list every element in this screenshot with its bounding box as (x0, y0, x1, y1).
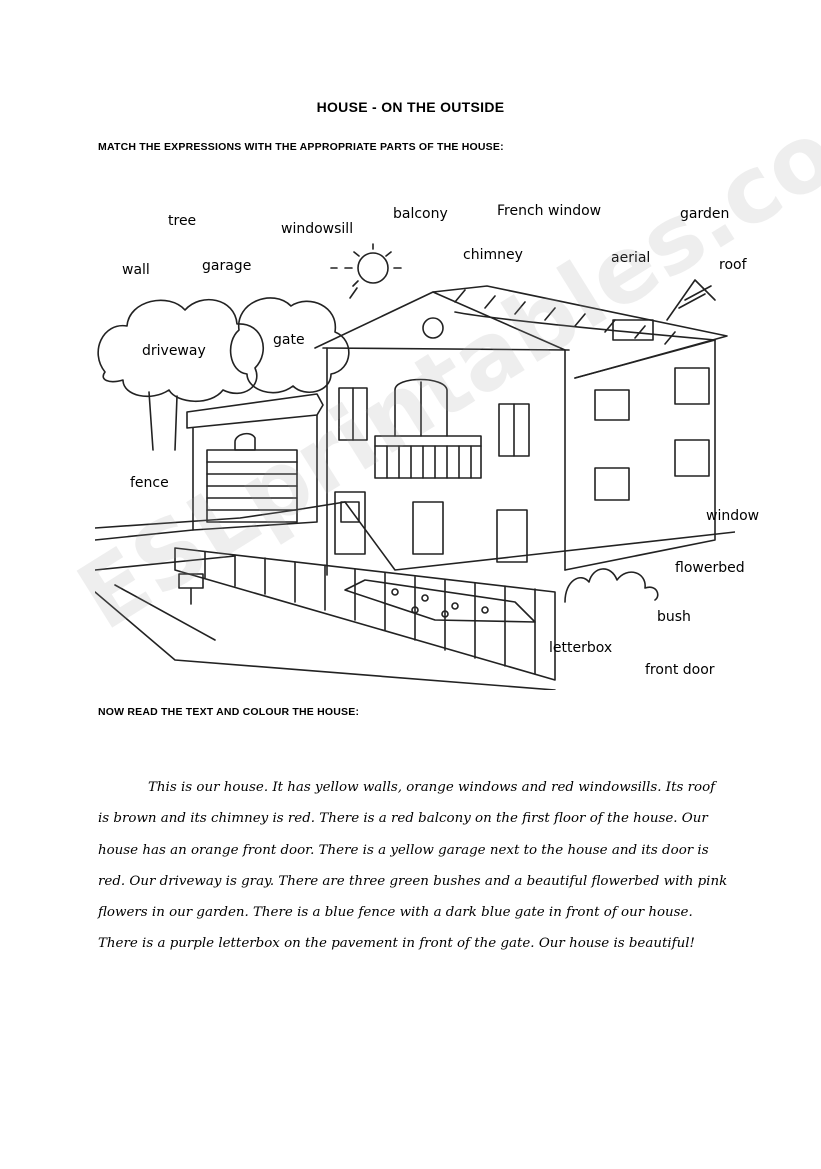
garage-icon (95, 393, 324, 541)
label-windowsill: windowsill (281, 221, 354, 237)
letterbox-icon (178, 573, 204, 605)
story-paragraph: This is our house. It has yellow walls, … (98, 780, 728, 952)
label-bush: bush (657, 609, 691, 625)
label-wall: wall (122, 262, 150, 278)
label-roof: roof (719, 257, 747, 273)
label-gate: gate (273, 332, 305, 348)
sun-icon (330, 243, 402, 299)
label-aerial: aerial (611, 250, 651, 266)
house-icon (174, 279, 728, 681)
label-letterbox: letterbox (549, 640, 613, 656)
label-front-door: front door (645, 662, 715, 678)
label-french-window: French window (497, 203, 602, 219)
worksheet-title: HOUSE - ON THE OUTSIDE (316, 99, 505, 115)
read-instruction: NOW READ THE TEXT AND COLOUR THE HOUSE: (98, 706, 360, 718)
label-fence: fence (130, 475, 169, 491)
fence-icon (174, 547, 556, 681)
match-instruction: MATCH THE EXPRESSIONS WITH THE APPROPRIA… (98, 141, 504, 153)
label-chimney: chimney (463, 247, 523, 263)
label-garage: garage (202, 258, 252, 274)
house-illustration (95, 243, 735, 690)
tree-icon (97, 297, 350, 451)
label-window: window (706, 508, 760, 524)
label-flowerbed: flowerbed (675, 560, 745, 576)
label-tree: tree (168, 213, 197, 229)
label-driveway: driveway (142, 343, 206, 359)
label-garden: garden (680, 206, 730, 222)
label-balcony: balcony (393, 206, 448, 222)
